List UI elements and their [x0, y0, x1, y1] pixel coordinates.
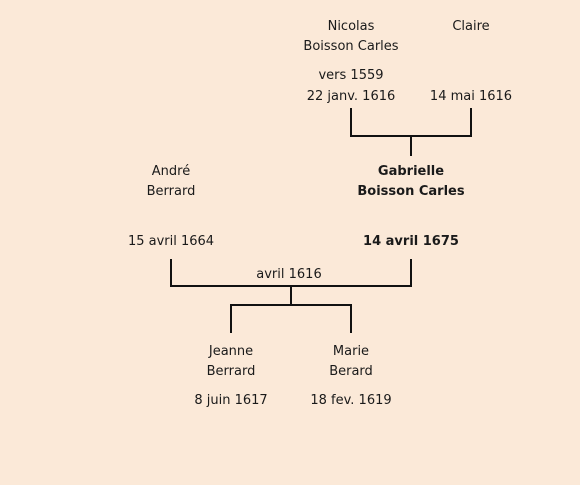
death-date: 15 avril 1664 [127, 234, 215, 249]
couple-connector-andre-gabrielle [170, 259, 412, 305]
death-date: 22 janv. 1616 [306, 89, 396, 104]
birth-date [91, 210, 251, 231]
death-date: 14 mai 1616 [429, 89, 513, 104]
children-connector [230, 304, 352, 333]
first-name: Claire [452, 19, 490, 34]
birth-date: 8 juin 1617 [194, 393, 268, 408]
first-name: Gabrielle [377, 164, 445, 179]
first-name: Marie [332, 344, 370, 359]
first-name: André [151, 164, 191, 179]
life-dates: 18 fev. 1619 [271, 390, 431, 411]
last-name [391, 37, 551, 57]
person-jeanne[interactable]: Jeanne Berrard 8 juin 1617 [151, 342, 311, 411]
person-gabrielle[interactable]: Gabrielle Boisson Carles 14 avril 1675 [331, 162, 491, 252]
birth-date: 18 fev. 1619 [310, 393, 392, 408]
person-marie[interactable]: Marie Berard 18 fev. 1619 [271, 342, 431, 411]
last-name: Berrard [206, 364, 256, 379]
birth-date [331, 210, 491, 231]
life-dates: 8 juin 1617 [151, 390, 311, 411]
parents-connector-nicolas-claire [350, 108, 472, 156]
last-name: Boisson Carles [357, 184, 465, 199]
marriage-date: avril 1616 [256, 267, 322, 282]
life-dates: 15 avril 1664 [91, 210, 251, 252]
last-name: Berard [329, 364, 373, 379]
birth-date [391, 65, 551, 86]
life-dates: 14 avril 1675 [331, 210, 491, 252]
last-name: Boisson Carles [303, 39, 399, 54]
person-nicolas[interactable]: Nicolas Boisson Carles vers 1559 22 janv… [271, 17, 431, 107]
last-name: Berrard [146, 184, 196, 199]
first-name: Jeanne [208, 344, 254, 359]
first-name: Nicolas [327, 19, 375, 34]
birth-date: vers 1559 [318, 68, 384, 83]
person-andre[interactable]: André Berrard 15 avril 1664 [91, 162, 251, 252]
death-date: 14 avril 1675 [363, 234, 459, 249]
life-dates: vers 1559 22 janv. 1616 [271, 65, 431, 107]
life-dates: 14 mai 1616 [391, 65, 551, 107]
person-claire[interactable]: Claire 14 mai 1616 [391, 17, 551, 107]
